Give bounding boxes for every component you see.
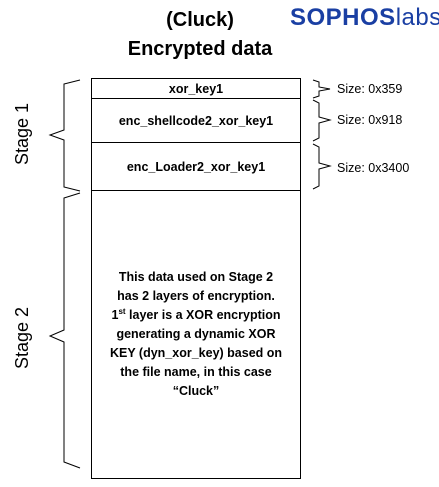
- size-brace-shellcode: [312, 99, 332, 142]
- diagram-title-line1: (Cluck): [166, 9, 234, 31]
- sophoslabs-logo: SOPHOSlabs: [290, 5, 439, 31]
- stage2-description-text: This data used on Stage 2 has 2 layers o…: [108, 268, 284, 401]
- block-enc-shellcode2: enc_shellcode2_xor_key1: [91, 98, 301, 143]
- block-enc-loader2: enc_Loader2_xor_key1: [91, 142, 301, 191]
- block-xor-key1: xor_key1: [91, 78, 301, 99]
- size-label-shellcode: Size: 0x918: [337, 113, 403, 127]
- block-stage2-description: This data used on Stage 2 has 2 layers o…: [91, 190, 301, 479]
- description-line-b: layer is a XOR encryption generating a d…: [109, 308, 283, 398]
- size-label-xor-key1: Size: 0x359: [337, 82, 403, 96]
- description-ordinal-number: 1: [111, 308, 119, 322]
- stage-2-brace: [48, 192, 81, 469]
- size-brace-loader: [312, 143, 332, 190]
- size-label-loader: Size: 0x3400: [337, 161, 410, 175]
- description-line-a: This data used on Stage 2 has 2 layers o…: [117, 270, 275, 303]
- logo-text-labs: labs: [395, 4, 439, 31]
- stage-2-label: Stage 2: [12, 306, 32, 370]
- logo-text-sophos: SOPHOS: [290, 4, 396, 31]
- size-brace-xor-key1: [312, 79, 331, 99]
- stage-1-label: Stage 1: [12, 102, 32, 166]
- stage-1-brace: [48, 79, 81, 192]
- diagram-title-line2: Encrypted data: [127, 38, 273, 60]
- description-ordinal-suffix: st: [118, 306, 126, 316]
